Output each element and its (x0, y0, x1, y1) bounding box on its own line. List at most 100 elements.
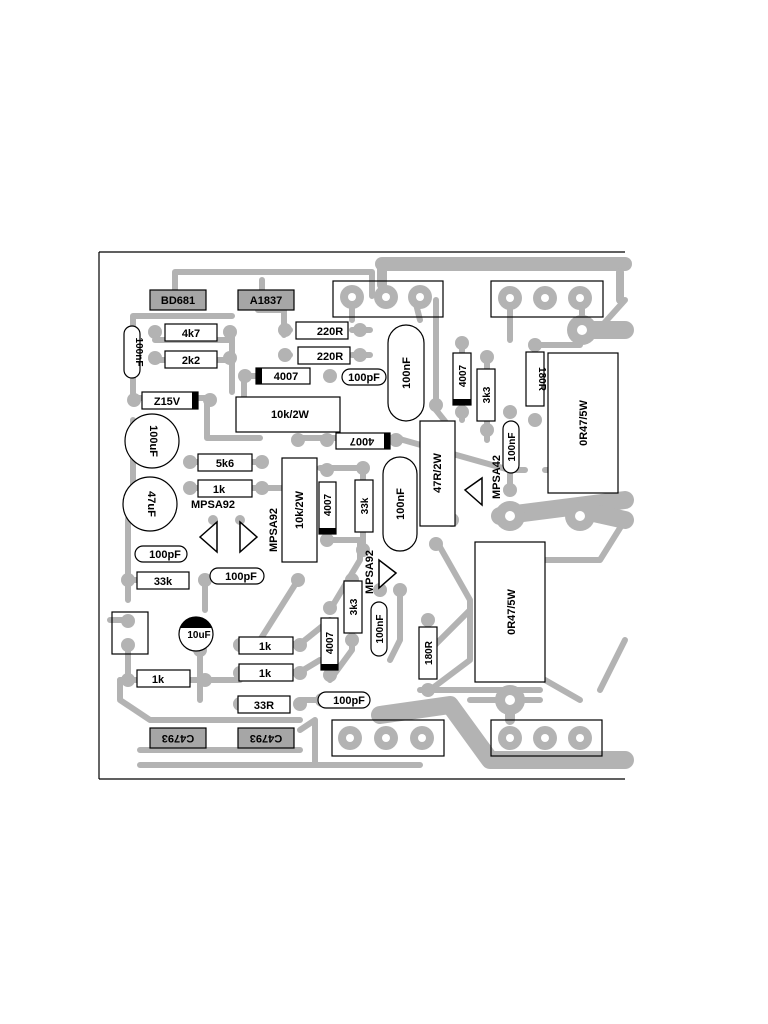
label-c4793-a: C4793 (162, 732, 194, 744)
resistor-180r-low: 180R (418, 626, 438, 680)
label-100pf-a: 100pF (348, 372, 380, 384)
connector-top-left (332, 280, 444, 318)
label-100nf-left: 100nF (133, 338, 144, 367)
label-100nf-right: 100nF (507, 433, 518, 462)
label-180r-top: 180R (536, 367, 547, 392)
label-4007-d: 4007 (325, 631, 336, 654)
capacitor-10uf: 10uF (178, 616, 214, 652)
label-4007-c: 4007 (323, 493, 334, 516)
label-10k-2w-horizontal: 10k/2W (271, 409, 310, 421)
capacitor-100pf-a: 100pF (341, 368, 387, 386)
resistor-33k-horizontal: 33k (136, 571, 190, 590)
label-0r47-5w-low: 0R47/5W (506, 588, 518, 634)
capacitor-100pf-d: 100pF (317, 691, 371, 709)
resistor-3k3-mid: 3k3 (343, 580, 363, 634)
resistor-0r47-5w-low: 0R47/5W (474, 541, 546, 683)
resistor-2k2: 2k2 (164, 350, 218, 369)
resistor-220r-b: 220R (297, 346, 351, 365)
resistor-4k7: 4k7 (164, 323, 218, 342)
diode-4007-c: 4007 (318, 481, 337, 535)
label-mpsa92-c: MPSA92 (364, 550, 376, 594)
connector-top-right (490, 280, 604, 318)
label-1k-d: 1k (152, 674, 165, 686)
label-33k-vertical: 33k (360, 497, 371, 514)
resistor-5k6: 5k6 (197, 453, 253, 472)
label-4007-b: 4007 (350, 435, 374, 447)
label-100nf-low: 100nF (375, 615, 386, 644)
component-a1837: A1837 (237, 289, 295, 311)
label-bd681: BD681 (161, 295, 195, 307)
label-5k6: 5k6 (216, 458, 234, 470)
diode-4007-a: 4007 (255, 367, 311, 385)
connector-bottom-right (490, 719, 603, 757)
label-100pf-d: 100pF (333, 695, 365, 707)
transistor-mpsa92-a: MPSA92 (191, 499, 259, 554)
capacitor-100pf-c: 100pF (209, 567, 265, 585)
transistor-c4793-b: C4793 (237, 727, 295, 749)
capacitor-100nf-left: 100nF (123, 325, 144, 379)
label-100nf-mid: 100nF (395, 488, 407, 520)
connector-left (111, 611, 149, 655)
resistor-10k-2w-horizontal: 10k/2W (235, 396, 341, 433)
label-3k3-top: 3k3 (482, 386, 493, 403)
label-10uf: 10uF (187, 630, 210, 641)
resistor-47r-2w: 47R/2W (419, 420, 456, 527)
label-33r: 33R (254, 700, 274, 712)
board-outline (98, 251, 625, 780)
capacitor-100uf: 100uF (124, 413, 180, 469)
transistor-mpsa92-b: MPSA92 (268, 508, 280, 552)
label-33k-horizontal: 33k (154, 576, 173, 588)
resistor-1k-d: 1k (136, 669, 191, 688)
label-2k2: 2k2 (182, 355, 200, 367)
capacitor-100nf-top: 100nF (387, 324, 425, 422)
label-1k-b: 1k (259, 641, 272, 653)
label-0r47-5w-top: 0R47/5W (578, 399, 590, 445)
capacitor-100nf-low: 100nF (370, 601, 388, 657)
transistor-mpsa42: MPSA42 (463, 455, 503, 507)
resistor-1k-a: 1k (197, 479, 253, 498)
resistor-0r47-5w-top: 0R47/5W (547, 352, 619, 494)
label-100pf-b: 100pF (149, 549, 181, 561)
label-1k-c: 1k (259, 668, 272, 680)
label-100pf-c: 100pF (225, 571, 257, 583)
label-z15v: Z15V (154, 396, 181, 408)
label-4007-a: 4007 (274, 371, 298, 383)
capacitor-100pf-b: 100pF (134, 545, 188, 563)
transistor-mpsa92-c: MPSA92 (364, 550, 398, 594)
component-bd681: BD681 (149, 289, 207, 311)
resistor-33r: 33R (237, 695, 291, 714)
pads (121, 285, 597, 750)
label-47r-2w: 47R/2W (432, 453, 444, 493)
label-c4793-b: C4793 (250, 732, 282, 744)
label-3k3-mid: 3k3 (349, 598, 360, 615)
label-220r-b: 220R (317, 351, 343, 363)
capacitor-100nf-right: 100nF (502, 420, 520, 474)
capacitor-47uf: 47uF (122, 476, 178, 532)
resistor-3k3-top: 3k3 (476, 368, 496, 422)
diode-4007-b: 4007 (335, 432, 391, 450)
capacitor-100nf-mid: 100nF (382, 456, 418, 552)
label-1k-a: 1k (213, 484, 226, 496)
connector-bottom-left (331, 719, 445, 757)
label-mpsa42: MPSA42 (491, 455, 503, 499)
label-10k-2w-vertical: 10k/2W (294, 490, 306, 529)
resistor-180r-top: 180R (525, 351, 547, 407)
zener-z15v: Z15V (141, 391, 199, 410)
label-a1837: A1837 (250, 295, 282, 307)
label-220r-a: 220R (317, 326, 343, 338)
diode-4007-top: 4007 (452, 352, 472, 406)
resistor-10k-2w-vertical: 10k/2W (281, 457, 318, 563)
label-4k7: 4k7 (182, 328, 200, 340)
connectors (111, 280, 604, 757)
label-mpsa92-b: MPSA92 (268, 508, 280, 552)
resistor-1k-b: 1k (238, 636, 294, 655)
transistor-c4793-a: C4793 (149, 727, 207, 749)
resistor-220r-a: 220R (295, 321, 349, 340)
resistor-1k-c: 1k (238, 663, 294, 682)
label-100nf-top: 100nF (401, 357, 413, 389)
label-4007-top: 4007 (458, 364, 469, 387)
label-mpsa92-a: MPSA92 (191, 499, 235, 511)
resistor-33k-vertical: 33k (354, 479, 374, 533)
label-100uf: 100uF (147, 425, 159, 457)
